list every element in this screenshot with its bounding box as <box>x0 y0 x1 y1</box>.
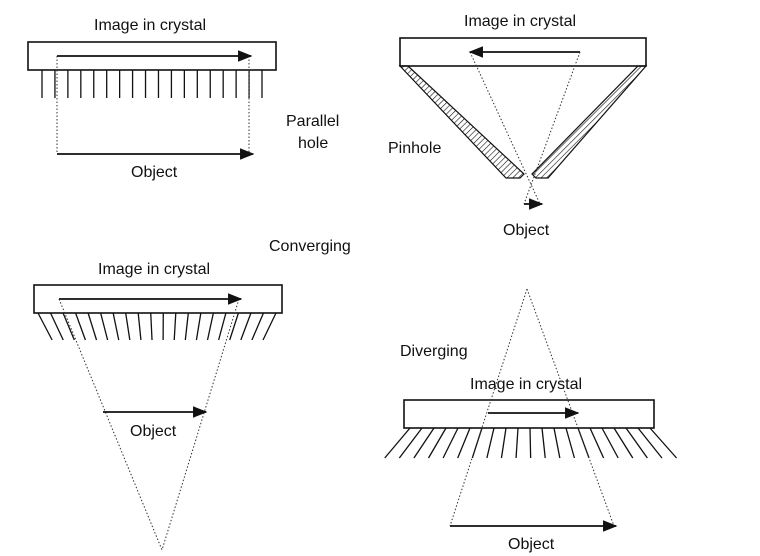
septum-line <box>206 312 215 341</box>
parallel-hole-title-1: Parallel <box>286 113 339 130</box>
pinhole-right-wall <box>531 65 648 179</box>
septum-line <box>100 312 109 341</box>
pinhole-object-label: Object <box>503 222 550 239</box>
septum-line <box>384 427 411 459</box>
parallel-hole-title-2: hole <box>298 135 328 152</box>
pinhole-left-wall <box>398 65 525 179</box>
septum-line <box>427 427 447 459</box>
septum-line <box>195 312 202 341</box>
parallel-object-label: Object <box>131 164 178 181</box>
septum-line <box>74 312 87 341</box>
septum-line <box>486 427 495 459</box>
septum-line <box>87 312 98 341</box>
pinhole-image-label: Image in crystal <box>464 13 576 30</box>
parallel-septa <box>41 70 263 98</box>
septum-line <box>637 427 663 459</box>
septum-line <box>529 427 532 459</box>
septum-line <box>413 427 435 459</box>
septum-line <box>565 427 576 459</box>
septum-line <box>240 312 252 341</box>
septum-line <box>601 427 619 459</box>
septum-line <box>125 312 131 341</box>
septum-line <box>457 427 471 459</box>
septum-line <box>49 312 64 341</box>
septum-line <box>62 312 75 341</box>
septum-line <box>589 427 605 459</box>
septum-line <box>398 427 423 459</box>
septum-line <box>137 312 142 341</box>
septum-line <box>553 427 561 459</box>
septum-line <box>515 427 519 459</box>
converging-panel: Converging Image in crystal Object <box>33 238 351 551</box>
parallel-image-label: Image in crystal <box>94 17 206 34</box>
converging-image-label: Image in crystal <box>98 261 210 278</box>
septum-line <box>229 312 240 341</box>
septum-line <box>112 312 120 341</box>
diverging-crystal <box>403 399 655 429</box>
septum-line <box>251 312 265 341</box>
septum-line <box>541 427 546 459</box>
septum-line <box>37 312 53 341</box>
diverging-septa <box>384 427 678 459</box>
septum-line <box>262 312 277 341</box>
septum-line <box>184 312 189 341</box>
converging-septa <box>37 312 277 341</box>
septum-line <box>500 427 507 459</box>
septum-line <box>217 312 227 341</box>
diverging-object-label: Object <box>508 536 555 553</box>
septum-line <box>173 312 177 341</box>
converging-title: Converging <box>269 238 351 255</box>
converging-object-label: Object <box>130 423 177 440</box>
diverging-image-label: Image in crystal <box>470 376 582 393</box>
diverging-title: Diverging <box>400 343 468 360</box>
septum-line <box>613 427 634 459</box>
septum-line <box>577 427 590 459</box>
septum-line <box>649 427 678 459</box>
septum-line <box>625 427 648 459</box>
pinhole-panel: Image in crystal Object Pinhole <box>388 13 648 239</box>
pinhole-title: Pinhole <box>388 140 441 157</box>
septum-line <box>150 312 153 341</box>
septum-line <box>442 427 459 459</box>
parallel-hole-panel: Image in crystal Object Parallel hole <box>27 17 339 181</box>
diverging-panel: Diverging Image in crystal Object <box>384 288 678 553</box>
